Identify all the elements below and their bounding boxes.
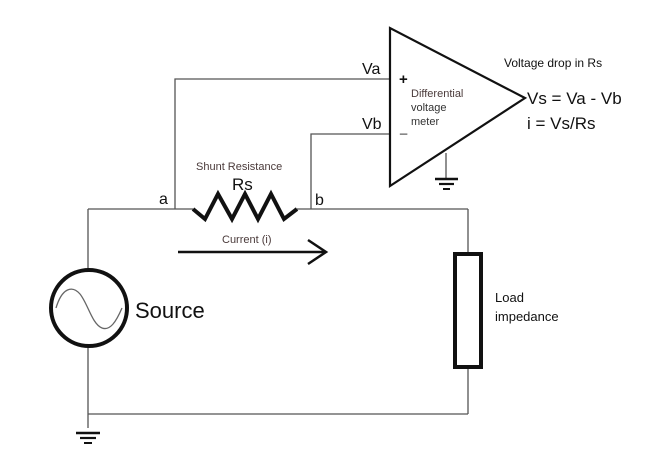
wire-vb: [310, 133, 390, 209]
voltage-drop-title: Voltage drop in Rs: [504, 56, 602, 70]
rs-label: Rs: [232, 175, 253, 194]
meter-label-1: Differential: [411, 88, 463, 100]
ground-icon: [76, 431, 100, 444]
differential-meter-triangle: [388, 26, 528, 189]
meter-label-2: voltage: [411, 102, 446, 114]
meter-label-3: meter: [411, 116, 439, 128]
label-minus: _: [399, 120, 408, 135]
sine-wave-icon: [55, 288, 123, 330]
node-a-label: a: [159, 191, 168, 208]
formula-vs: Vs = Va - Vb: [527, 89, 622, 108]
formula-i: i = Vs/Rs: [527, 114, 596, 133]
label-va: Va: [362, 61, 380, 78]
shunt-resistance-label: Shunt Resistance: [196, 161, 282, 173]
current-arrow-icon: [178, 238, 329, 266]
node-b-label: b: [315, 192, 324, 209]
ground-icon: [435, 177, 458, 190]
load-label-1: Load: [495, 290, 524, 305]
ac-source-circle: [49, 268, 129, 348]
load-label-2: impedance: [495, 309, 559, 324]
label-plus: +: [399, 71, 408, 88]
current-label: Current (i): [222, 234, 272, 246]
load-impedance-box: [453, 252, 483, 369]
label-vb: Vb: [362, 116, 382, 133]
shunt-resistor-zigzag: [191, 189, 299, 224]
wire-va: [174, 78, 390, 209]
source-label: Source: [135, 298, 205, 323]
